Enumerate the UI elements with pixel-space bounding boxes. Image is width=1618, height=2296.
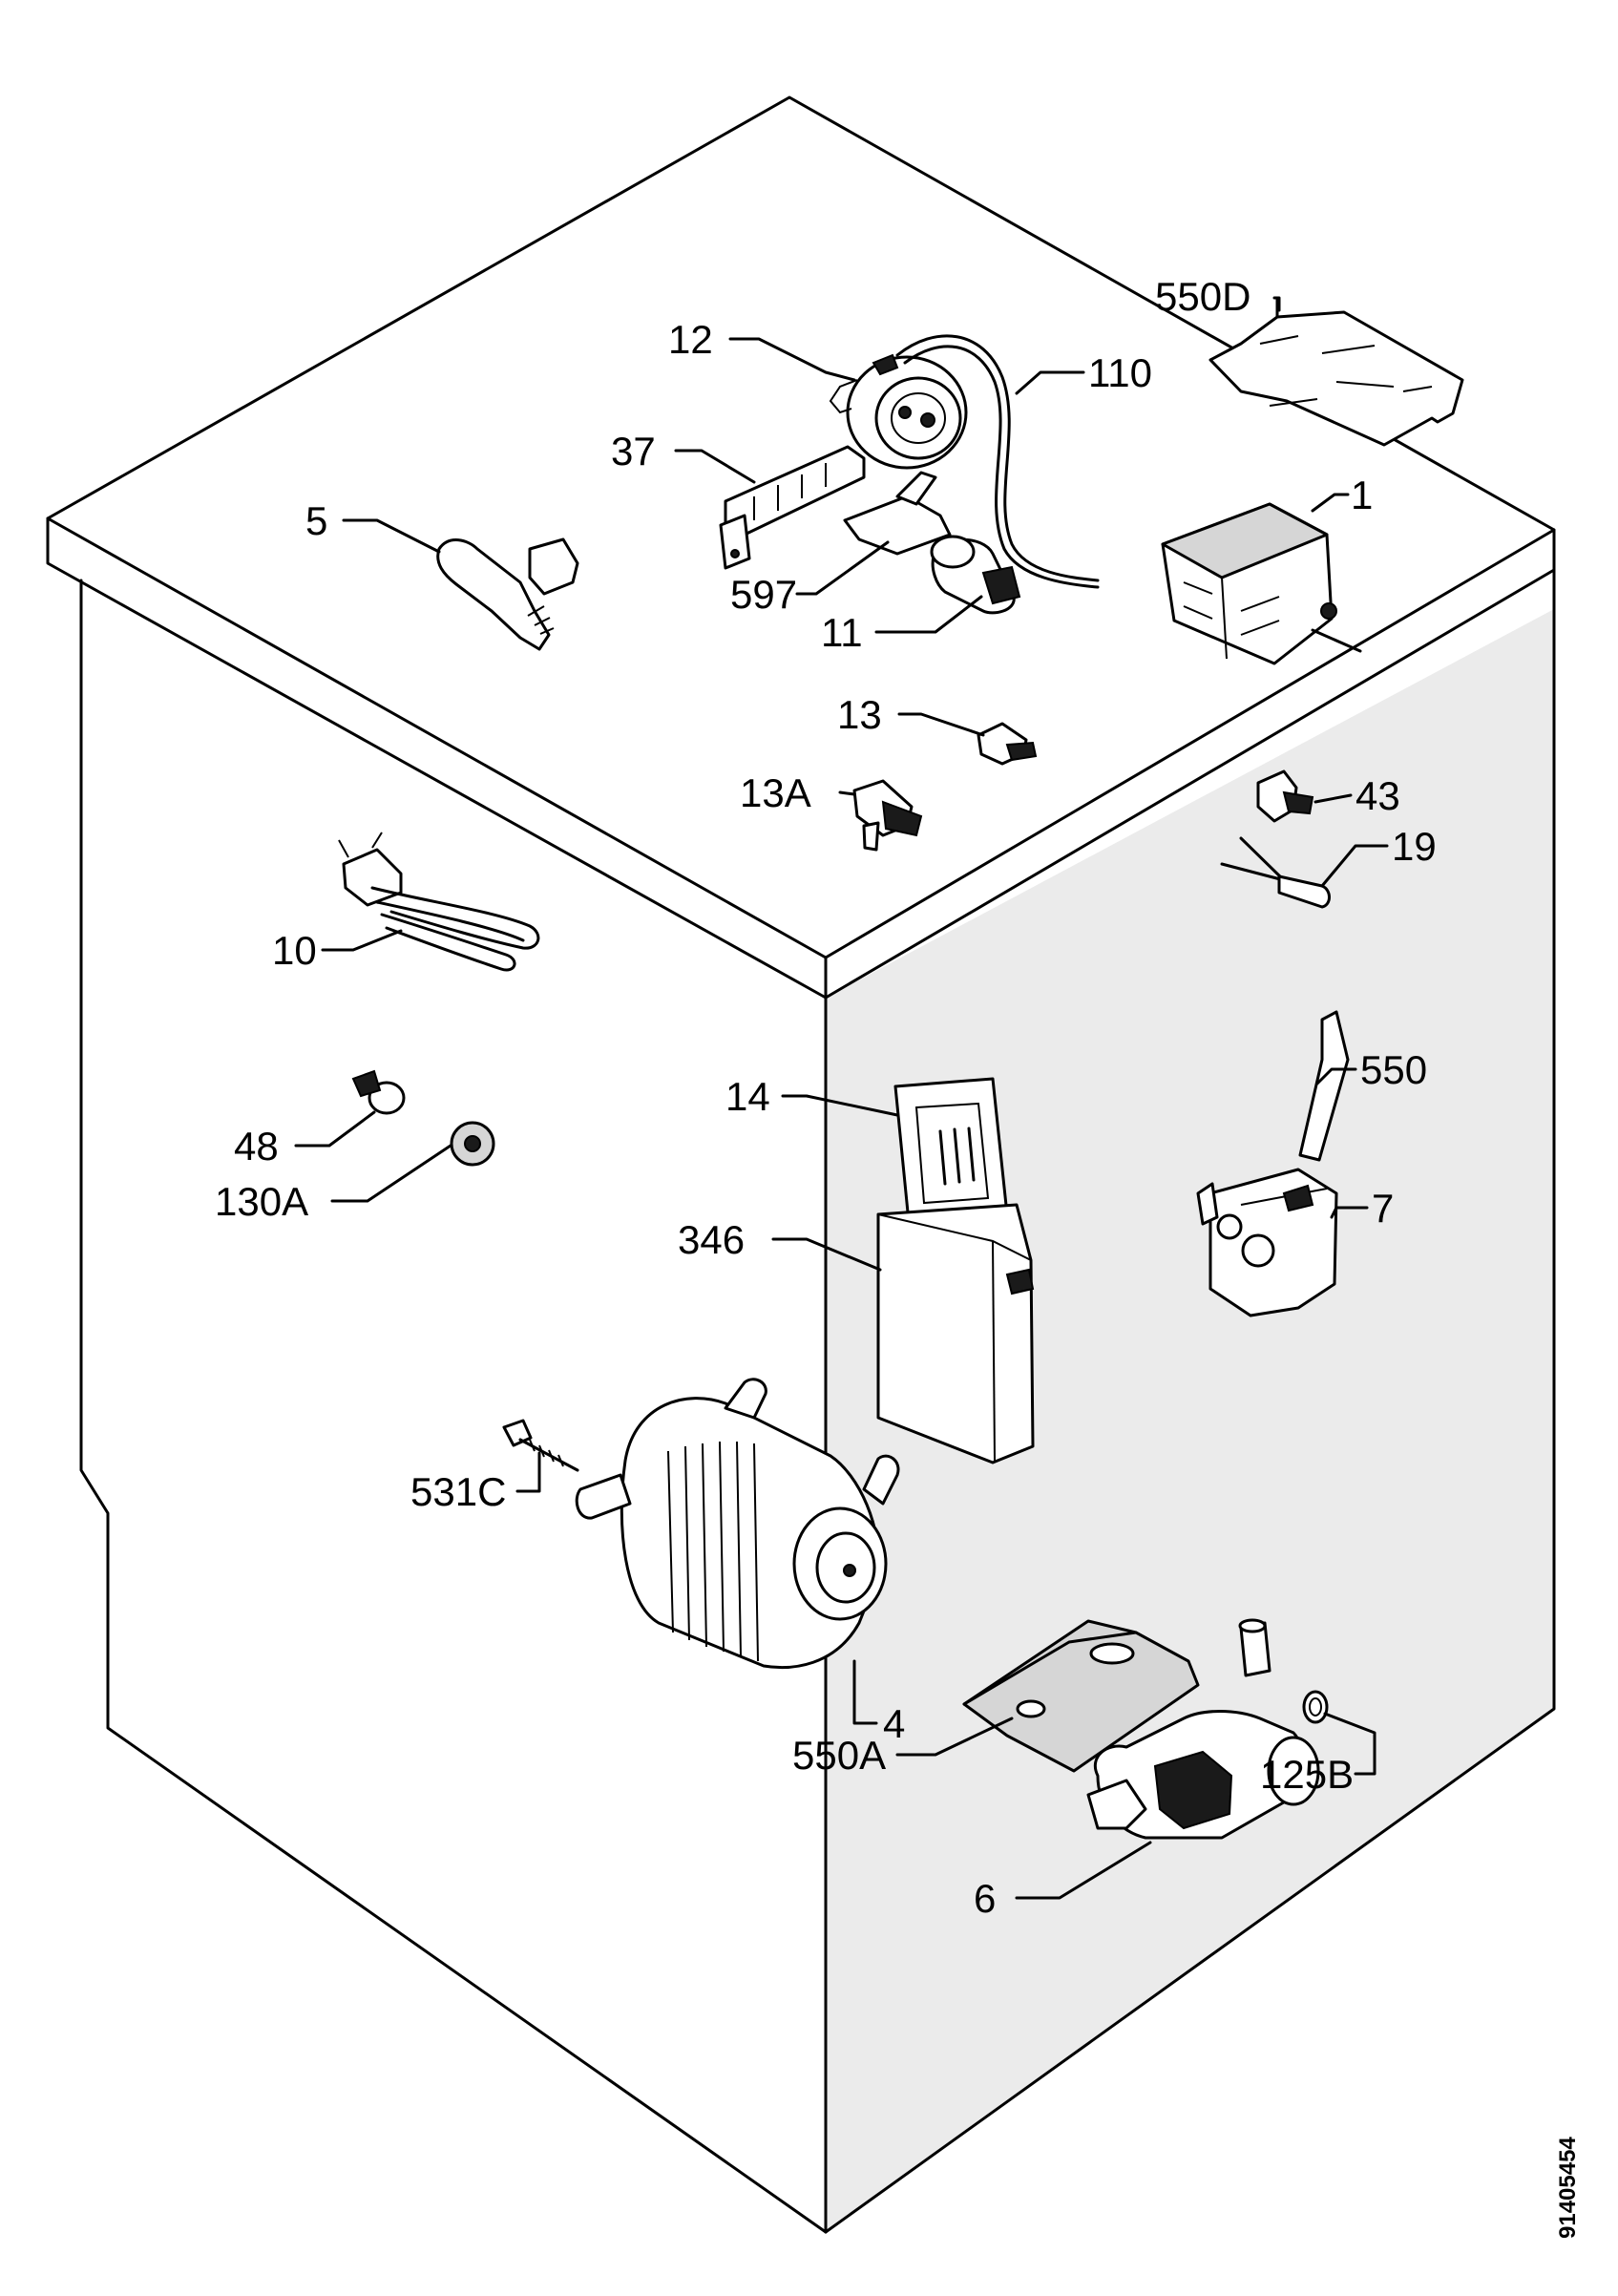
part-37-terminal-block <box>719 445 866 570</box>
document-number: 91405454 <box>1555 2137 1581 2239</box>
part-13A-connector <box>852 779 923 852</box>
callout-48: 48 <box>234 1124 279 1169</box>
part-6-drain-pump <box>1086 1618 1320 1840</box>
callout-6: 6 <box>974 1876 996 1921</box>
cabinet-top-front-edge <box>46 516 828 1000</box>
part-550D-cover-plate <box>1208 296 1464 447</box>
part-550A-insulation-pad <box>962 1619 1200 1773</box>
callout-11: 11 <box>821 610 863 655</box>
callout-550: 550 <box>1360 1047 1427 1092</box>
callout-7: 7 <box>1372 1186 1394 1231</box>
callout-43: 43 <box>1355 773 1400 818</box>
part-531C-screw <box>502 1419 579 1472</box>
part-11-capacitor <box>930 535 1021 615</box>
callout-37: 37 <box>611 429 656 474</box>
callout-13A: 13A <box>740 770 811 815</box>
part-5-inlet-valve <box>436 537 579 651</box>
callout-12: 12 <box>668 317 713 362</box>
cabinet-top-rim <box>824 528 1556 959</box>
callout-110: 110 <box>1088 350 1152 395</box>
part-43-thermostat <box>1256 769 1314 823</box>
part-130A-knob <box>450 1121 495 1167</box>
cabinet-side-face <box>826 609 1554 2232</box>
callout-labels: 12 110 550D 37 5 1 597 11 13 13A 43 19 1… <box>215 274 1437 1921</box>
callout-125B: 125B <box>1260 1752 1354 1797</box>
part-346-dispenser-drawer <box>876 1203 1035 1464</box>
part-125B-seal-ring <box>1302 1690 1329 1724</box>
callout-597: 597 <box>730 572 797 617</box>
callout-550A: 550A <box>792 1733 886 1778</box>
part-13-connector <box>977 722 1038 766</box>
part-12-pressure-switch <box>829 353 968 470</box>
cabinet-side-edge <box>824 568 1556 2234</box>
callout-4: 4 <box>883 1701 905 1746</box>
cabinet-outline <box>46 95 1556 2234</box>
callout-10: 10 <box>272 928 317 973</box>
callout-550D: 550D <box>1155 274 1250 319</box>
callout-5: 5 <box>305 498 327 543</box>
callout-346: 346 <box>678 1217 745 1262</box>
callout-1: 1 <box>1351 473 1373 517</box>
cabinet-front-face <box>79 579 828 2234</box>
part-1-programmer <box>1161 502 1362 665</box>
part-550-lock-lever <box>1298 1010 1350 1162</box>
part-10-heating-element <box>338 832 540 972</box>
callout-531C: 531C <box>410 1469 506 1514</box>
part-48-small-switch <box>351 1069 406 1115</box>
callout-14: 14 <box>725 1074 770 1119</box>
part-7-door-lock <box>1196 1168 1338 1317</box>
leader-lines <box>294 296 1389 1900</box>
part-14-dispenser-handle <box>893 1077 1009 1224</box>
part-4-motor <box>575 1378 900 1670</box>
callout-130A: 130A <box>215 1179 308 1224</box>
callout-13: 13 <box>837 692 882 737</box>
part-597-bracket <box>843 471 952 556</box>
callout-19: 19 <box>1392 824 1437 869</box>
part-110-hose <box>895 334 1100 589</box>
